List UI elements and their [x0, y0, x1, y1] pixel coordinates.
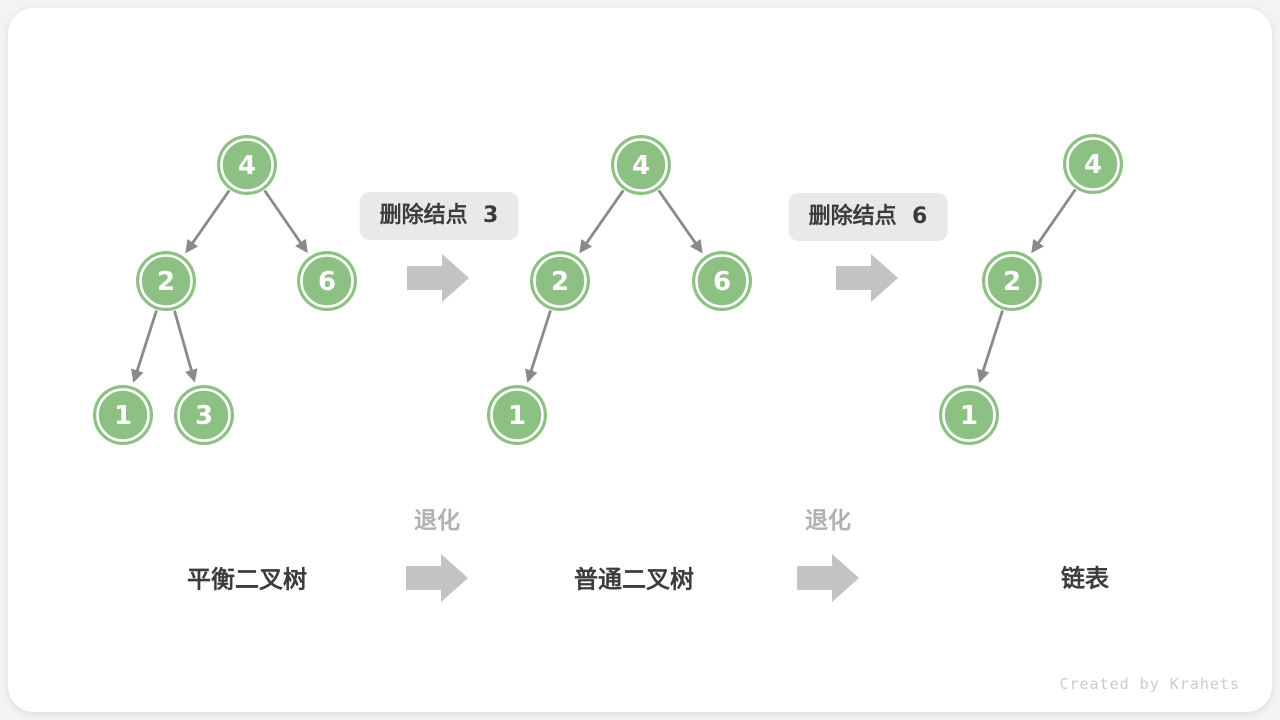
node-circle: [297, 251, 357, 311]
tree-node: 4: [217, 135, 277, 195]
tree-node: 6: [692, 251, 752, 311]
node-circle: [939, 385, 999, 445]
tree-label-linked-list: 链表: [1061, 564, 1109, 593]
degrade-arrow-2-icon: [797, 554, 859, 602]
node-value: 6: [318, 267, 336, 297]
tree-edge: [263, 189, 308, 254]
node-value: 1: [960, 401, 978, 431]
tree-node: 4: [1063, 134, 1123, 194]
node-circle: [1063, 134, 1123, 194]
node-inner-ring: [300, 254, 354, 308]
transition-label-delete-node-3: 删除结点 3: [359, 192, 519, 240]
node-value: 6: [713, 267, 731, 297]
node-value: 2: [551, 267, 569, 297]
degrade-arrow-1-icon: [406, 554, 468, 602]
tree-edge: [977, 310, 1004, 383]
node-value: 1: [508, 401, 526, 431]
tree-edge: [1031, 188, 1077, 254]
tree-balanced-binary-tree: 4 2 6 1 3: [93, 135, 357, 445]
node-value: 3: [195, 401, 213, 431]
tree-edge: [657, 189, 703, 254]
node-circle: [611, 135, 671, 195]
node-inner-ring: [139, 254, 193, 308]
node-value: 2: [1003, 267, 1021, 297]
tree-edge: [525, 310, 552, 383]
node-value: 4: [632, 151, 650, 181]
degrade-label-2: 退化: [805, 508, 851, 534]
node-circle: [217, 135, 277, 195]
tree-label-balanced-binary-tree: 平衡二叉树: [187, 565, 307, 594]
node-circle: [136, 251, 196, 311]
tree-node: 3: [174, 385, 234, 445]
node-inner-ring: [614, 138, 668, 192]
node-circle: [174, 385, 234, 445]
node-inner-ring: [96, 388, 150, 442]
node-inner-ring: [220, 138, 274, 192]
node-inner-ring: [490, 388, 544, 442]
node-value: 1: [114, 401, 132, 431]
tree-edge: [131, 310, 158, 383]
node-circle: [982, 251, 1042, 311]
tree-linked-list: 4 2 1: [939, 134, 1123, 445]
tree-node: 1: [93, 385, 153, 445]
transition-arrow-1-icon: [407, 254, 469, 302]
tree-node: 1: [487, 385, 547, 445]
node-inner-ring: [177, 388, 231, 442]
node-circle: [487, 385, 547, 445]
tree-node: 6: [297, 251, 357, 311]
tree-edge: [173, 310, 198, 383]
tree-node: 2: [982, 251, 1042, 311]
node-inner-ring: [695, 254, 749, 308]
transition-label-delete-node-6: 删除结点 6: [788, 193, 948, 241]
node-circle: [692, 251, 752, 311]
node-circle: [530, 251, 590, 311]
node-inner-ring: [942, 388, 996, 442]
tree-label-ordinary-binary-tree: 普通二叉树: [574, 565, 694, 594]
watermark-credit: Created by Krahets: [1059, 675, 1240, 693]
tree-edge: [579, 189, 625, 254]
node-value: 4: [1084, 150, 1102, 180]
tree-node: 2: [136, 251, 196, 311]
node-inner-ring: [533, 254, 587, 308]
degrade-label-1: 退化: [414, 508, 460, 534]
tree-edge: [185, 189, 231, 254]
node-circle: [93, 385, 153, 445]
tree-ordinary-binary-tree: 4 2 6 1: [487, 135, 752, 445]
tree-node: 4: [611, 135, 671, 195]
tree-node: 1: [939, 385, 999, 445]
transition-arrow-2-icon: [836, 254, 898, 302]
node-inner-ring: [985, 254, 1039, 308]
node-value: 4: [238, 151, 256, 181]
node-value: 2: [157, 267, 175, 297]
node-inner-ring: [1066, 137, 1120, 191]
tree-node: 2: [530, 251, 590, 311]
figure-card: [8, 8, 1272, 712]
